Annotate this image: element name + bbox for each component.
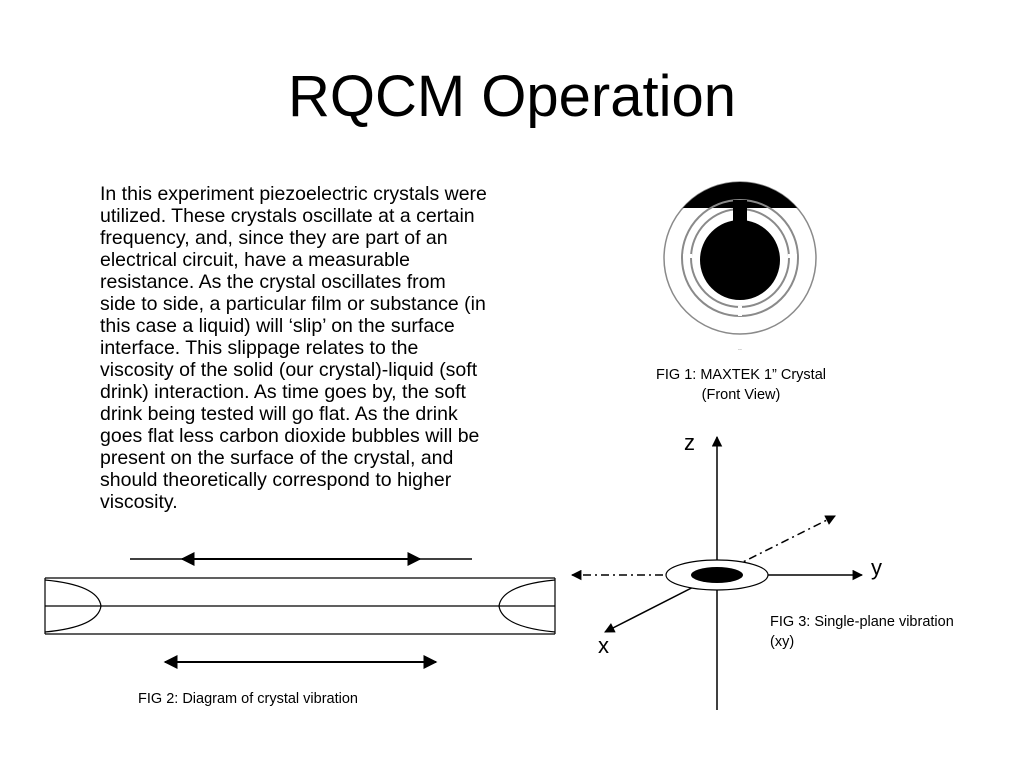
crystal-center-electrode	[700, 220, 780, 300]
fig3-caption: FIG 3: Single-plane vibration (xy)	[770, 614, 954, 650]
fig1-caption: FIG 1: MAXTEK 1” Crystal (Front View)	[656, 367, 826, 403]
axis-label-x: x	[598, 633, 609, 658]
crystal-mark: ..	[738, 345, 742, 352]
body-paragraph: In this experiment piezoelectric crystal…	[100, 183, 487, 513]
crystal-inner-ellipse	[691, 567, 743, 583]
slide-title: RQCM Operation	[287, 64, 737, 129]
fig2-caption: FIG 2: Diagram of crystal vibration	[138, 691, 358, 707]
crystal-stem	[733, 200, 747, 226]
right-support-bottom	[498, 605, 556, 633]
right-support-top	[498, 579, 556, 607]
left-support-bottom	[44, 605, 102, 633]
axis-label-z: z	[684, 430, 695, 455]
left-support-top	[44, 579, 102, 607]
axis-label-y: y	[871, 555, 882, 580]
